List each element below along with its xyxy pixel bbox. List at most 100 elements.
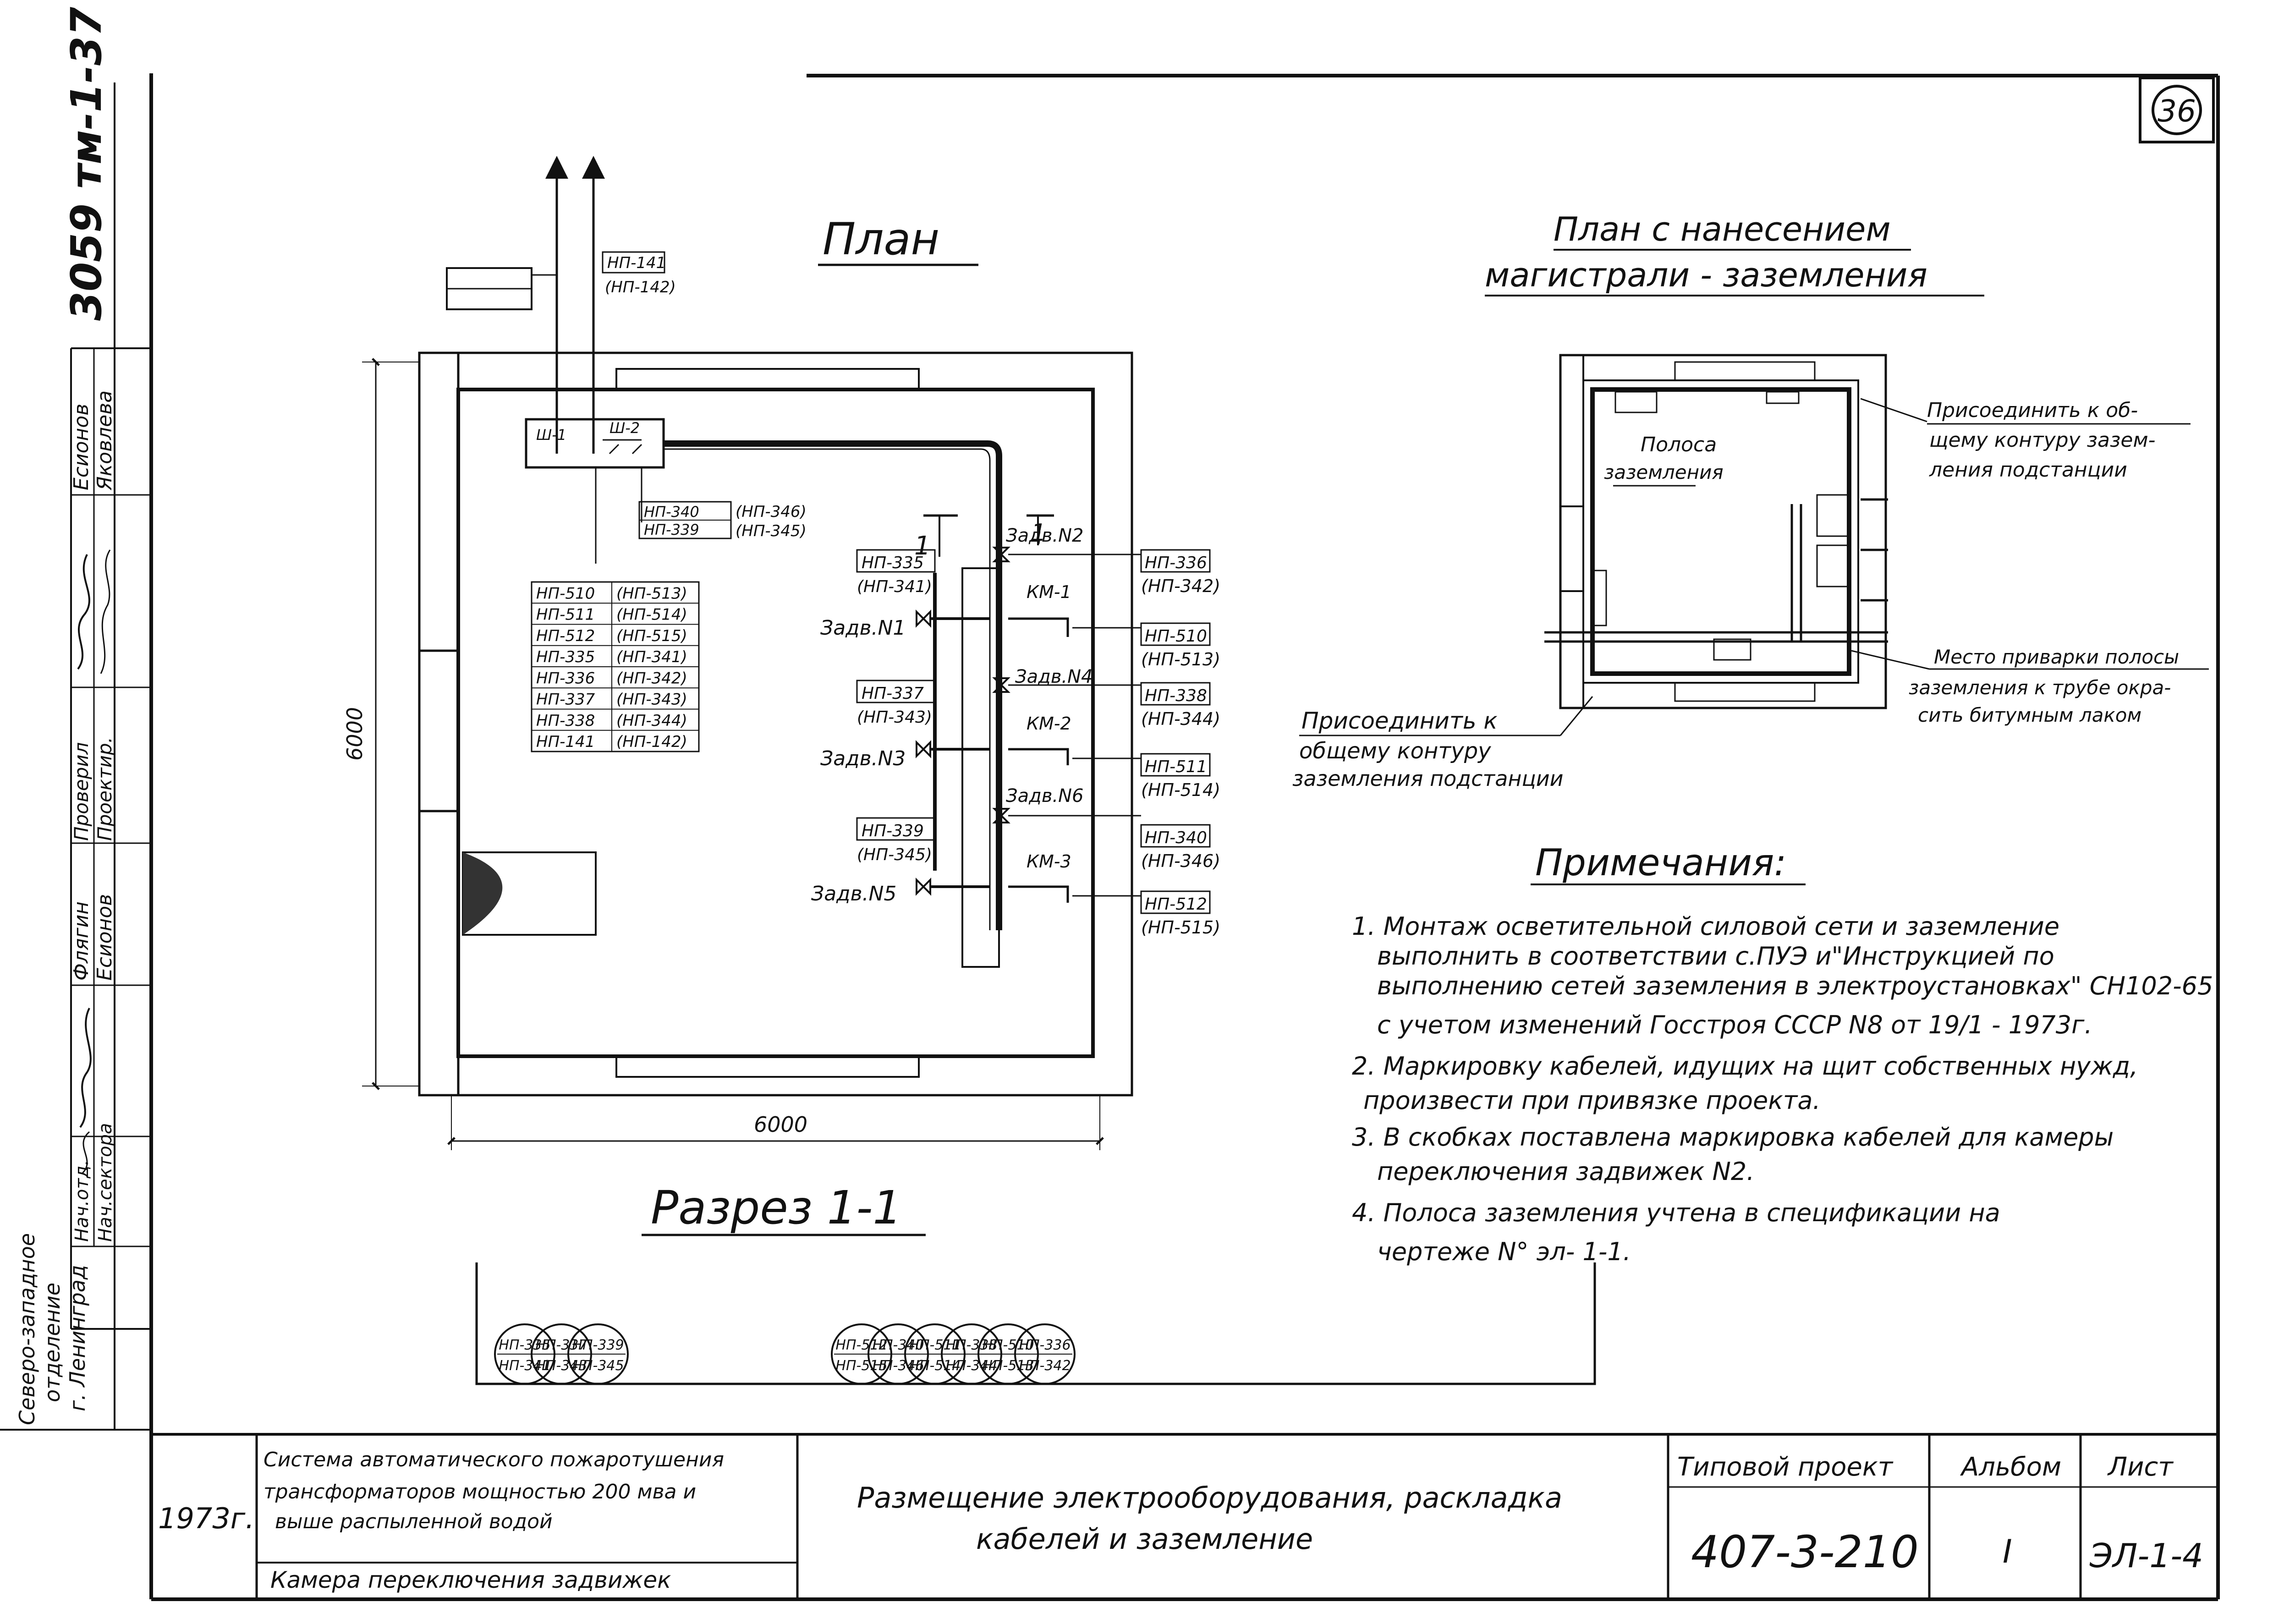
right-tag-leaders	[1008, 554, 1141, 897]
drawing-title-2: кабелей и заземление	[976, 1522, 1313, 1556]
section-cable-alt: НП-514	[909, 1358, 961, 1374]
role-designer: Проектир.	[93, 737, 116, 841]
section-title: Разрез 1-1	[651, 1181, 902, 1234]
cable-table-cell: НП-512	[536, 627, 595, 645]
cable-table-cell: (НП-342)	[616, 669, 687, 687]
section-cable-circle	[567, 1323, 629, 1385]
signature-4	[82, 1131, 90, 1174]
valve-2: Задв.N2	[1006, 525, 1083, 546]
notes: Примечания: 1. Монтаж осветительной сило…	[1352, 841, 2213, 1266]
section-cable-code: НП-511	[909, 1337, 961, 1353]
right-tag-box	[1140, 824, 1211, 848]
section-cable-alt: НП-344	[945, 1358, 997, 1374]
left-tag-code: НП-337	[862, 684, 924, 703]
section-cable-alt: НП-345	[572, 1358, 624, 1374]
system-line-1: Система автоматического пожаротушения	[264, 1448, 724, 1471]
km-1: КМ-1	[1027, 582, 1071, 602]
sheet-value: ЭЛ-1-4	[2089, 1536, 2203, 1575]
drawing-title-1: Размещение электрооборудования, раскладк…	[857, 1481, 1562, 1514]
connect-left-3: заземления подстанции	[1292, 766, 1564, 791]
section-cable-alt: НП-515	[835, 1358, 887, 1374]
name-flyagin: Флягин	[70, 901, 93, 981]
sheet-frame	[149, 73, 2220, 1601]
valve-4: Задв.N4	[1015, 666, 1093, 687]
note-line: выполнить в соответствии с.ПУЭ и"Инструк…	[1377, 942, 2054, 971]
signature-2	[100, 549, 111, 674]
notes-title: Примечания:	[1535, 841, 1786, 884]
section-cables-right: НП-512НП-515НП-340НП-346НП-511НП-514НП-3…	[831, 1323, 1076, 1385]
org-line-1: Северо-западное	[15, 1233, 39, 1425]
right-tag-alt: (НП-513)	[1141, 649, 1220, 669]
connect-left-2: общему контуру	[1299, 738, 1491, 764]
right-tag-box	[1140, 890, 1211, 914]
section-cable-alt: НП-341	[499, 1358, 550, 1374]
right-tag-code: НП-512	[1145, 895, 1207, 914]
tag-339: НП-339	[644, 521, 699, 538]
dimension-vertical: 6000	[342, 358, 419, 1090]
section-mark-2: 1	[1031, 519, 1046, 547]
main-plan: План 6000 6000	[342, 156, 1220, 1150]
dim-vertical-label: 6000	[342, 707, 367, 761]
tag-340: НП-340	[644, 503, 699, 521]
left-tag-box	[856, 680, 936, 703]
section-cable-code: НП-335	[499, 1337, 550, 1353]
grounding-strip	[1590, 387, 1851, 676]
section-cable-code: НП-510	[982, 1337, 1034, 1353]
right-tag-alt: (НП-344)	[1141, 709, 1220, 729]
sheet-number-box: 36	[2139, 77, 2215, 143]
role-head-dept: Нач.отд.	[71, 1160, 93, 1242]
note-line: 3. В скобках поставлена маркировка кабел…	[1352, 1123, 2114, 1152]
project-number: 407-3-210	[1691, 1526, 1919, 1578]
riser-tag-2: (НП-142)	[605, 278, 676, 296]
section-cable-alt: НП-342	[1019, 1358, 1071, 1374]
project-label: Типовой проект	[1677, 1452, 1894, 1482]
note-line: 4. Полоса заземления учтена в спецификац…	[1352, 1198, 2000, 1227]
cable-table-cell: (НП-344)	[616, 712, 687, 730]
right-tag-code: НП-338	[1145, 686, 1207, 705]
note-line: с учетом изменений Госстроя СССР N8 от 1…	[1377, 1010, 2092, 1039]
strip-label-2: заземления	[1604, 461, 1724, 483]
note-line: чертеже N° эл- 1-1.	[1377, 1237, 1631, 1266]
section-cable-code: НП-337	[535, 1337, 587, 1353]
section-cable-code: НП-338	[945, 1337, 997, 1353]
left-tag-code: НП-335	[862, 554, 924, 572]
right-tag-alt: (НП-346)	[1141, 851, 1220, 871]
notes-lines: 1. Монтаж осветительной силовой сети и з…	[1352, 912, 2213, 1266]
sheet-label: Лист	[2107, 1452, 2174, 1482]
cable-table-cell: НП-335	[536, 648, 595, 666]
cable-table-cell: НП-337	[536, 691, 595, 709]
note-line: произвести при привязке проекта.	[1363, 1086, 1821, 1115]
section-cable-code: НП-512	[835, 1337, 887, 1353]
dimension-horizontal: 6000	[447, 1095, 1104, 1150]
plan-title: План	[823, 214, 939, 265]
org-line-3: г. Ленинград	[65, 1265, 90, 1411]
section-cable-code: НП-340	[872, 1337, 924, 1353]
panel-box: Ш-1 Ш-2	[525, 418, 665, 469]
name-esionov-a: Есионов	[93, 894, 116, 981]
weld-note-3: сить битумным лаком	[1918, 704, 2141, 726]
note-line: 1. Монтаж осветительной силовой сети и з…	[1352, 912, 2059, 941]
valve-1: Задв.N1	[820, 616, 906, 640]
section-cable-alt: НП-343	[535, 1358, 587, 1374]
left-tag-alt: (НП-341)	[857, 577, 932, 596]
chamber-name: Камера переключения задвижек	[270, 1567, 671, 1593]
left-tag-code: НП-339	[862, 822, 924, 840]
right-tag-code: НП-340	[1145, 828, 1207, 847]
panel-label-2: Ш-2	[609, 419, 640, 437]
role-head-sector: Нач.сектора	[95, 1123, 116, 1242]
left-tag-box	[856, 817, 936, 841]
title-block: 1973г. Система автоматического пожаротуш…	[151, 1433, 2218, 1599]
valve-3: Задв.N3	[820, 747, 906, 770]
cable-table-cell: НП-510	[536, 584, 595, 603]
cable-table-cell: (НП-341)	[616, 648, 687, 666]
sheet-number: 36	[2158, 93, 2196, 129]
panel-tags: НП-340 НП-339 (НП-346) (НП-345)	[638, 501, 807, 540]
km-3: КМ-3	[1027, 851, 1071, 872]
section-mark-1: 1	[914, 531, 931, 561]
left-tag-box	[856, 549, 936, 573]
panel-label-1: Ш-1	[536, 426, 566, 444]
system-line-2: трансформаторов мощностью 200 мва и	[264, 1480, 696, 1503]
